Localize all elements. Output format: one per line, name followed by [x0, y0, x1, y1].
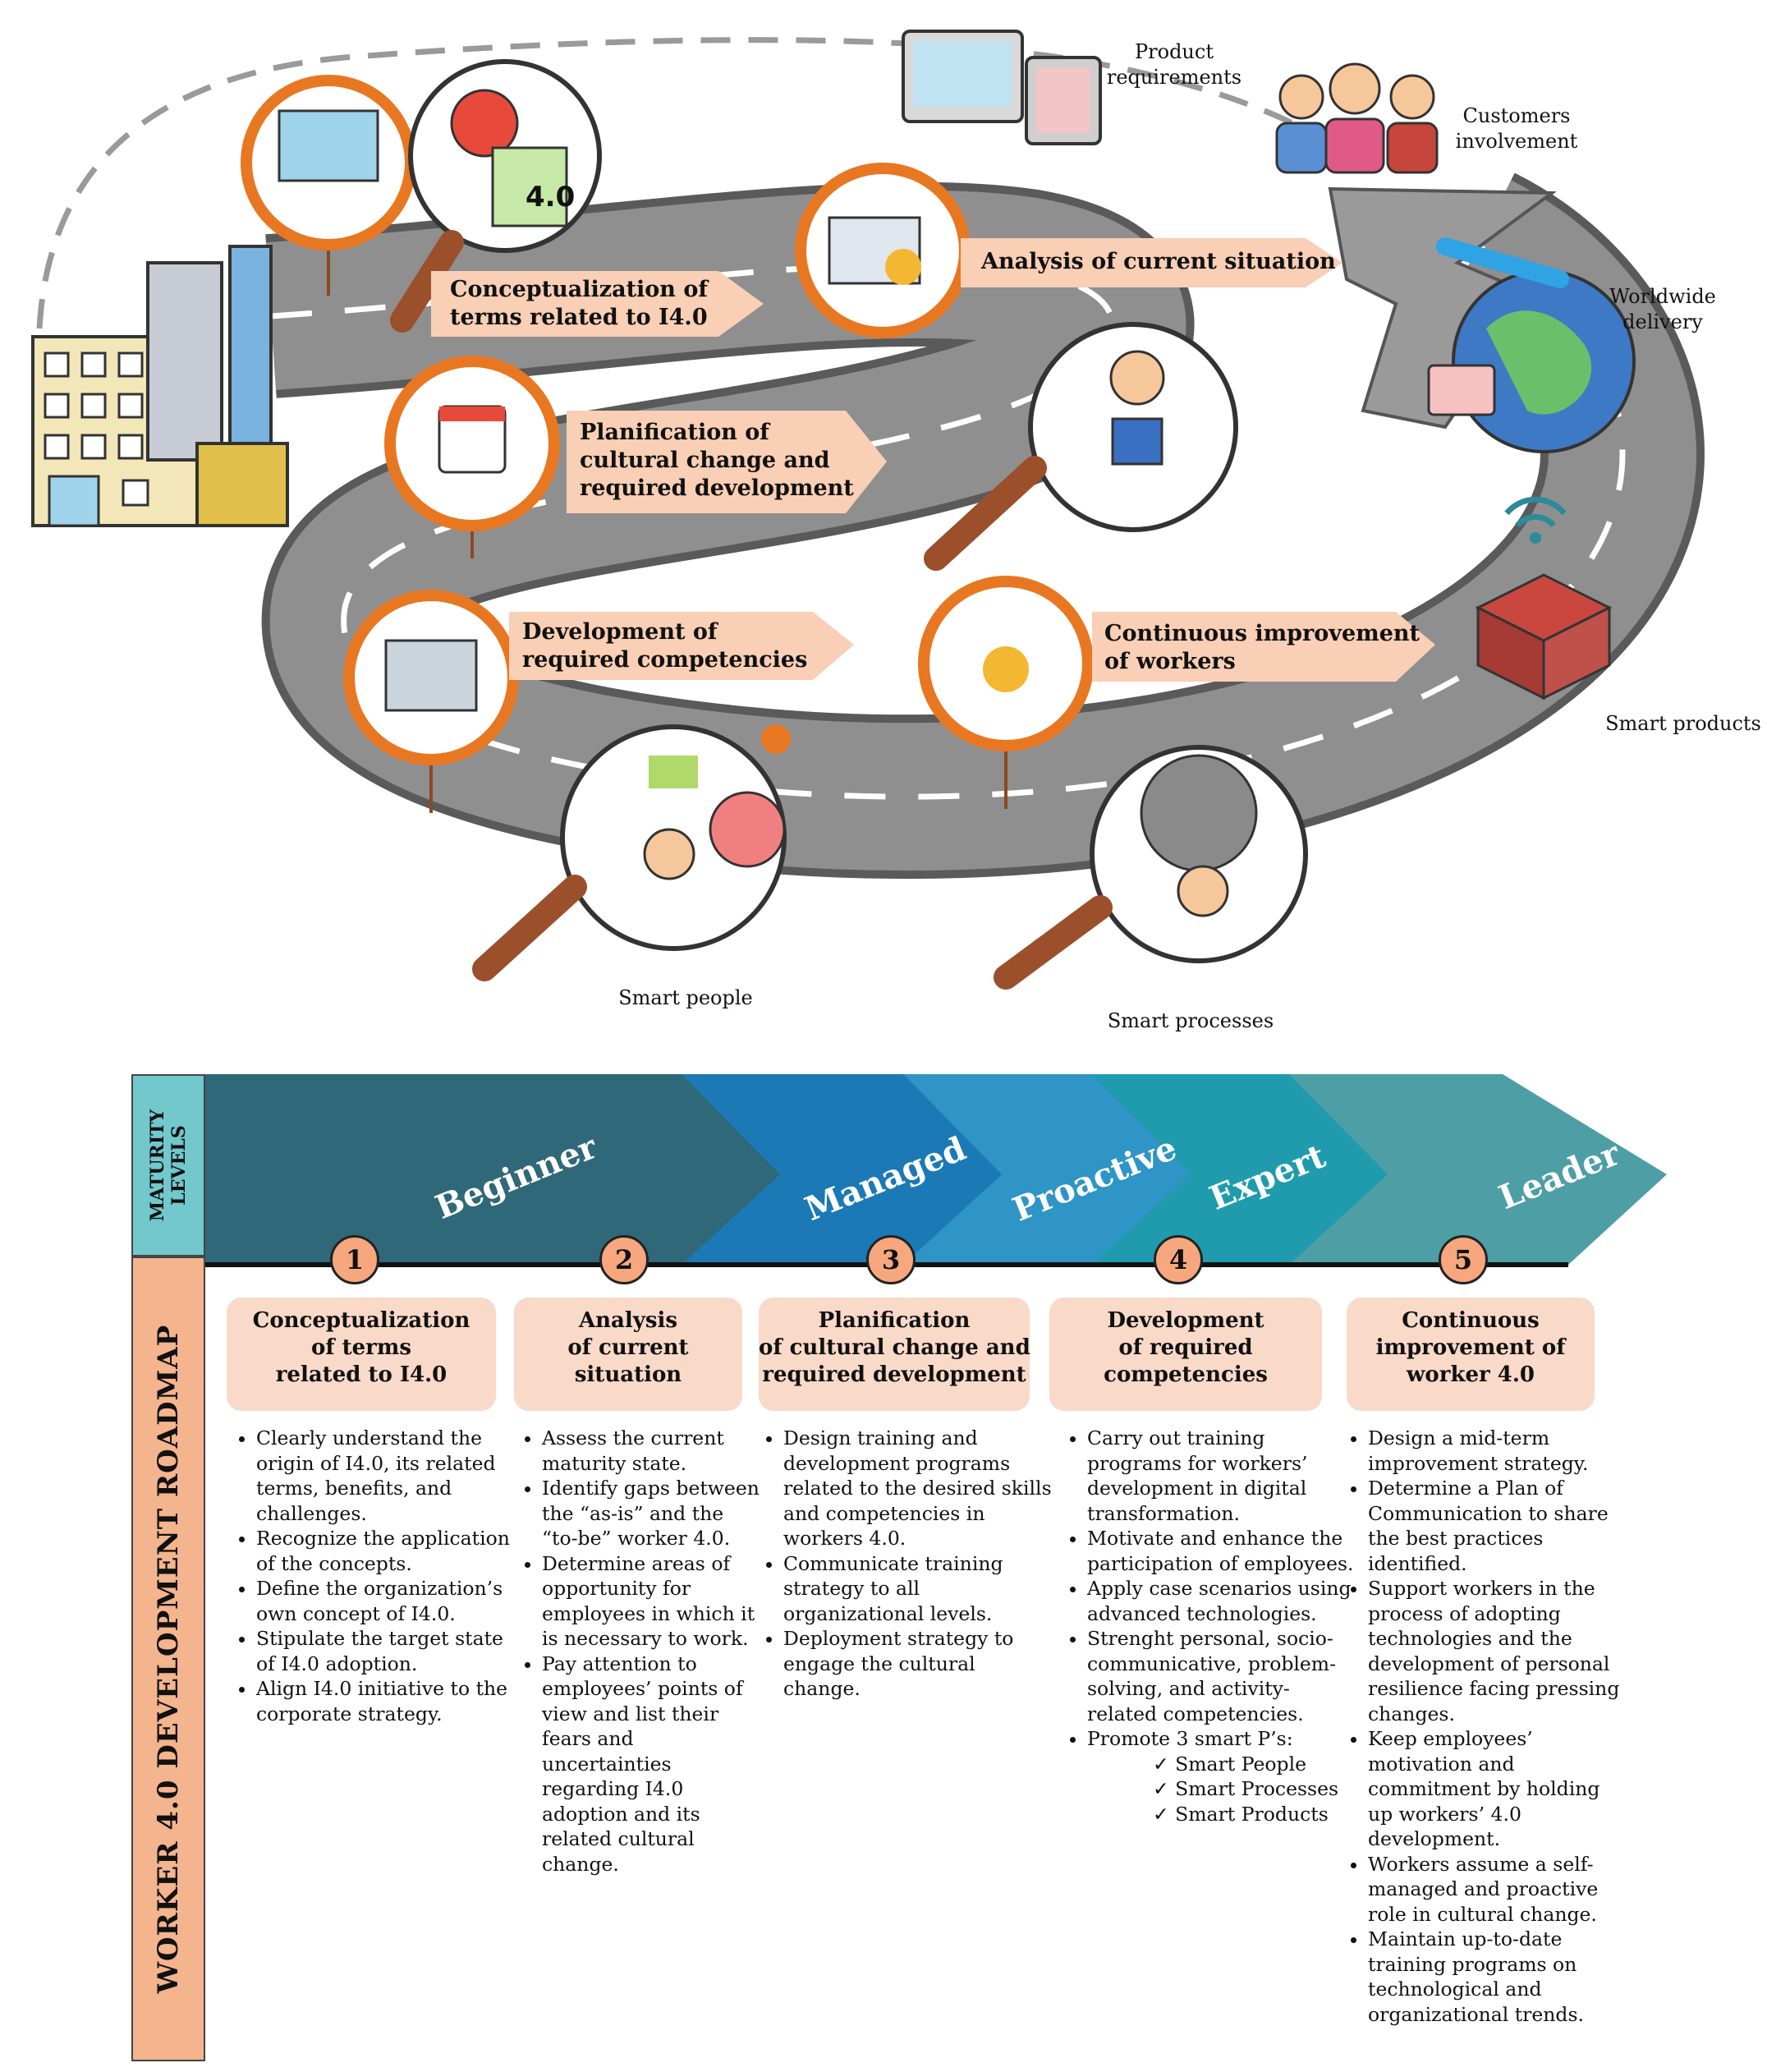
stage-4-banner [509, 612, 854, 680]
stage-2-icon [795, 163, 971, 338]
check-smart-people: Smart People [1153, 1752, 1358, 1777]
roadmap-side-panel: WORKER 4.0 DEVELOPMENT ROADMAP [131, 1257, 205, 2061]
step-2-bullet: Pay attention to employees’ points of vi… [542, 1652, 762, 1877]
stage-2-title: Analysis of current situation [981, 249, 1336, 274]
stage-5-icon [918, 576, 1094, 809]
customers-involvement-label: Customers involvement [1455, 104, 1578, 153]
step-4-card: Development of required competencies [1049, 1298, 1322, 1411]
stage-3-icon [384, 356, 560, 558]
check-smart-processes: Smart Processes [1153, 1776, 1358, 1802]
check-smart-products: Smart Products [1153, 1802, 1358, 1827]
step-2-bullet: Assess the current maturity state. [542, 1426, 762, 1476]
maturity-levels-title: MATURITY LEVELS [147, 1109, 190, 1222]
roadmap-illustration [31, 30, 1705, 990]
step-5-bullet: Workers assume a self-managed and proact… [1368, 1852, 1629, 1927]
maturity-chevrons [205, 1074, 1667, 1267]
step-2-card: Analysis of current situation [514, 1298, 742, 1411]
step-5-bullet: Determine a Plan of Communication to sha… [1368, 1476, 1629, 1576]
step-5-bullet: Design a mid-term improvement strategy. [1368, 1426, 1629, 1476]
big-arrow-icon [1328, 186, 1557, 430]
smart-people-label: Smart people [618, 986, 753, 1009]
step-1-bullet: Clearly understand the origin of I4.0, i… [256, 1426, 527, 1526]
step-1-bullet: Align I4.0 initiative to the corporate s… [256, 1676, 527, 1726]
dashed-journey-path [36, 37, 1332, 329]
level-proactive-chevron [903, 1074, 1191, 1265]
step-4-bullet: Apply case scenarios using advanced tech… [1087, 1576, 1358, 1626]
step-1-bullet: Stipulate the target state of I4.0 adopt… [256, 1626, 527, 1676]
step-4-bullet: Motivate and enhance the participation o… [1087, 1526, 1358, 1576]
step-5-number: 5 [1439, 1235, 1488, 1284]
step-5-card: Continuous improvement of worker 4.0 [1347, 1298, 1595, 1411]
stage-5-title: Continuous improvement of workers [1104, 621, 1420, 674]
level-leader-chevron [1289, 1074, 1667, 1265]
step-1-bullet: Define the organization’s own concept of… [256, 1576, 527, 1626]
factory-icon [31, 245, 289, 527]
step-5-bullets: Design a mid-term improvement strategy. … [1340, 1426, 1629, 2027]
worldwide-delivery-label: Worldwide delivery [1609, 285, 1716, 333]
step-3-bullet: Design training and development programs… [783, 1426, 1058, 1551]
step-1-card: Conceptualization of terms related to I4… [227, 1298, 496, 1411]
smart-products-icon [1475, 496, 1613, 701]
globe-delivery-icon [1427, 237, 1636, 453]
step-3-bullets: Design training and development programs… [755, 1426, 1058, 1702]
step-3-bullet: Communicate training strategy to all org… [783, 1551, 1058, 1627]
roadmap-title: WORKER 4.0 DEVELOPMENT ROADMAP [152, 1324, 185, 1994]
step-1-bullets: Clearly understand the origin of I4.0, i… [228, 1426, 527, 1726]
stage-4-title: Development of required competencies [522, 619, 808, 673]
step-1-number: 1 [330, 1235, 379, 1284]
smart-ps-checklist: Smart People Smart Processes Smart Produ… [1087, 1752, 1358, 1827]
maturity-levels-panel: MATURITY LEVELS [131, 1074, 205, 1257]
stage-1-icon [241, 75, 416, 296]
step-3-number: 3 [866, 1235, 916, 1284]
step-2-bullet: Identify gaps between the “as-is” and th… [542, 1476, 762, 1551]
step-4-bullet: Carry out training programs for workers’… [1087, 1426, 1358, 1526]
step-2-bullet: Determine areas of opportunity for emplo… [542, 1551, 762, 1652]
step-4-bullet: Promote 3 smart P’s: Smart People Smart … [1087, 1726, 1358, 1826]
step-5-bullet: Maintain up-to-date training programs on… [1368, 1927, 1629, 2027]
magnifier-process-icon [994, 745, 1308, 990]
i40-badge: 4.0 [526, 181, 576, 214]
step-3-bullet: Deployment strategy to engage the cultur… [783, 1626, 1058, 1702]
step-4-bullet-text: Promote 3 smart P’s: [1087, 1727, 1293, 1750]
product-requirements-label: Product requirements [1106, 40, 1242, 89]
step-4-bullet: Strenght personal, socio-communicative, … [1087, 1626, 1358, 1726]
step-3-card: Planification of cultural change and req… [759, 1298, 1030, 1411]
step-1-bullet: Recognize the application of the concept… [256, 1526, 527, 1576]
customers-icon [1275, 62, 1439, 174]
stage-2-banner [961, 238, 1342, 287]
magnifier-worker-icon [924, 322, 1238, 571]
stage-1-title: Conceptualization of terms related to I4… [450, 277, 708, 330]
smart-products-label: Smart products [1605, 712, 1761, 735]
product-screens-icon [902, 30, 1102, 145]
step-2-bullets: Assess the current maturity state. Ident… [514, 1426, 762, 1877]
level-beginner-chevron [205, 1074, 780, 1265]
level-managed-chevron [682, 1074, 1002, 1265]
step-4-number: 4 [1154, 1235, 1203, 1284]
magnifier-gear-icon [390, 59, 602, 333]
stage-3-banner [567, 411, 887, 513]
smart-processes-label: Smart processes [1107, 1009, 1274, 1032]
step-4-bullets: Carry out training programs for workers’… [1059, 1426, 1358, 1826]
level-expert-chevron [1092, 1074, 1388, 1265]
magnifier-dashboard-icon [472, 724, 791, 981]
stage-3-title: Planification of cultural change and req… [580, 420, 854, 501]
stage-1-banner [431, 271, 764, 337]
stage-5-banner [1092, 612, 1435, 682]
step-2-number: 2 [599, 1235, 649, 1284]
step-5-bullet: Support workers in the process of adopti… [1368, 1576, 1629, 1726]
step-5-bullet: Keep employees’ motivation and commitmen… [1368, 1726, 1629, 1852]
